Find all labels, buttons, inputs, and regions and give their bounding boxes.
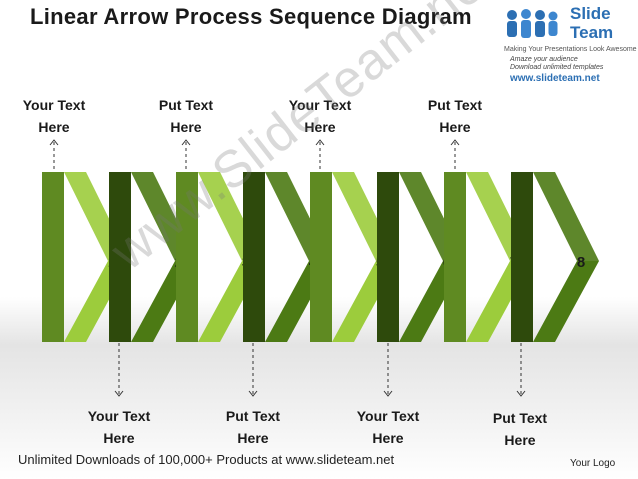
label-line2: Here	[103, 430, 135, 446]
arrow-side-face	[176, 172, 198, 342]
label-line1: Put Text	[225, 408, 281, 424]
bottom-connector-arrowhead	[248, 390, 258, 397]
arrow-chevron-face	[533, 172, 599, 342]
arrow-step-8: 8	[511, 172, 599, 342]
top-connector-arrowhead	[450, 139, 460, 146]
label-line1: Put Text	[427, 97, 483, 113]
arrow-number: 8	[577, 254, 585, 271]
label-line1: Your Text	[22, 97, 86, 113]
logo-promo-line2: Download unlimited templates	[510, 64, 604, 71]
label-line2: Here	[504, 432, 536, 448]
logo-word-slide: Slide	[570, 4, 611, 23]
label-line2: Here	[439, 119, 471, 135]
arrow-side-face	[377, 172, 399, 342]
label-line1: Your Text	[288, 97, 352, 113]
label-line2: Here	[38, 119, 70, 135]
label-line2: Here	[372, 430, 404, 446]
logo-url-link[interactable]: www.slideteam.net	[510, 73, 600, 84]
top-connector-arrowhead	[181, 139, 191, 146]
bottom-connector-arrowhead	[383, 390, 393, 397]
top-connector-arrowhead	[49, 139, 59, 146]
logo-word-team: Team	[570, 23, 614, 42]
top-connector-arrowhead	[315, 139, 325, 146]
arrow-side-face	[310, 172, 332, 342]
footer-text[interactable]: Unlimited Downloads of 100,000+ Products…	[18, 452, 395, 467]
arrow-side-face	[444, 172, 466, 342]
label-line2: Here	[304, 119, 336, 135]
bottom-connector-arrowhead	[114, 390, 124, 397]
arrow-side-face	[511, 172, 533, 342]
arrow-side-face	[42, 172, 64, 342]
arrow-side-face	[109, 172, 131, 342]
your-logo-placeholder: Your Logo	[570, 458, 616, 469]
page-title: Linear Arrow Process Sequence Diagram	[30, 4, 472, 29]
logo-promo-line1: Amaze your audience	[510, 56, 578, 63]
label-line1: Your Text	[87, 408, 151, 424]
label-line1: Put Text	[158, 97, 214, 113]
bottom-connector-arrowhead	[516, 390, 526, 397]
logo-tagline: Making Your Presentations Look Awesome	[504, 46, 637, 53]
label-line1: Put Text	[492, 410, 548, 426]
label-line1: Your Text	[356, 408, 420, 424]
team-people-icon	[507, 9, 558, 38]
label-line2: Here	[170, 119, 202, 135]
arrow-highlight	[533, 172, 599, 261]
slideteam-logo[interactable]: Slide Team Making Your Presentations Loo…	[498, 2, 637, 94]
arrow-side-face	[243, 172, 265, 342]
label-line2: Here	[237, 430, 269, 446]
